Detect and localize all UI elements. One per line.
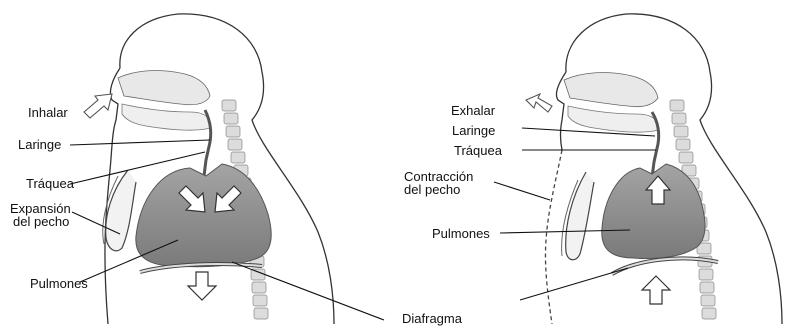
label-contraccion-line2: del pecho xyxy=(404,183,460,197)
exhale-air-arrow xyxy=(526,94,552,112)
inhale-oral-cavity xyxy=(122,104,210,130)
label-pulmones-inhale: Pulmones xyxy=(30,277,88,291)
inhale-figure xyxy=(70,14,384,324)
inhale-chest-wall xyxy=(106,170,136,251)
exhale-oral-cavity xyxy=(568,106,658,132)
exhale-chest-wall xyxy=(566,172,594,260)
label-expansion-line2: del pecho xyxy=(13,215,69,229)
exhale-diaphragm-up-arrow xyxy=(642,276,670,304)
label-exhalar: Exhalar xyxy=(451,104,495,118)
label-laringe-inhale: Laringe xyxy=(18,138,61,152)
exhale-lungs xyxy=(602,164,705,259)
inhale-nasal-cavity xyxy=(118,71,210,105)
label-traquea-inhale: Tráquea xyxy=(26,177,74,191)
exhale-chest-dashed-outline xyxy=(545,150,562,324)
exhale-nasal-cavity xyxy=(564,73,658,107)
label-pulmones-exhale: Pulmones xyxy=(432,227,490,241)
label-inhalar: Inhalar xyxy=(28,106,68,120)
inhale-diaphragm-down-arrow xyxy=(188,272,216,300)
label-laringe-exhale: Laringe xyxy=(452,124,495,138)
inhale-air-arrow xyxy=(84,94,112,118)
label-traquea-exhale: Tráquea xyxy=(454,144,502,158)
exhale-figure xyxy=(494,14,782,324)
